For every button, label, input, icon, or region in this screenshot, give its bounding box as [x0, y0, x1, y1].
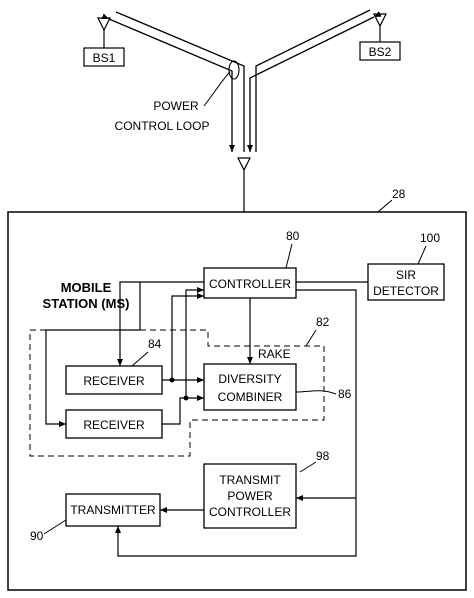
controller-to-receiver1-line	[117, 281, 204, 366]
signal-arm-bs1	[101, 11, 245, 152]
bs1-label: BS1	[93, 51, 116, 65]
transmitter-label: TRANSMITTER	[70, 503, 156, 517]
bs1-antenna-icon	[97, 17, 111, 48]
receiver-1-label: RECEIVER	[83, 374, 145, 388]
signal-arm-bs2	[247, 9, 382, 152]
bs2-label: BS2	[369, 45, 392, 59]
ms-ref-28-leader	[377, 199, 393, 213]
junction-dot-1	[169, 377, 175, 383]
tpc-ref-leader	[299, 461, 317, 473]
power-control-loop-ellipse	[228, 60, 240, 80]
combiner-ref-86: 86	[338, 387, 352, 401]
receiver-2-box	[65, 409, 163, 439]
sir-ref-100: 100	[420, 231, 440, 245]
receiver2-output-line	[162, 395, 204, 425]
receiver-ref-leader	[131, 351, 149, 367]
diversity-combiner-label-line1: DIVERSITY	[218, 372, 281, 386]
rake-ref-82: 82	[316, 315, 330, 329]
combiner-ref-leader	[295, 390, 337, 395]
receiver-ref-84: 84	[148, 337, 162, 351]
sir-detector-label-line1: SIR	[396, 268, 416, 282]
rake-label: RAKE	[258, 347, 291, 361]
power-control-loop-label-line2: CONTROL LOOP	[115, 119, 210, 133]
controller-box	[203, 267, 297, 299]
transmitter-ref-90: 90	[30, 529, 44, 543]
rake-ref-leader	[305, 329, 317, 347]
sir-ref-leader	[417, 245, 427, 265]
receiver-2-label: RECEIVER	[83, 418, 145, 432]
power-control-loop-leader	[203, 71, 231, 107]
mobile-station-box	[7, 211, 467, 591]
tpc-ref-98: 98	[316, 449, 330, 463]
receiver2-feedback-line	[185, 287, 204, 398]
wiring	[45, 210, 357, 557]
sir-detector-label-line2: DETECTOR	[373, 284, 439, 298]
loop-to-transmitter-line	[115, 498, 357, 557]
mobile-station-label-line1: MOBILE	[61, 280, 112, 295]
tpc-box	[203, 463, 297, 529]
tpc-label-line3: CONTROLLER	[209, 505, 291, 519]
transmitter-box	[65, 493, 161, 527]
power-control-loop-label-line1: POWER	[153, 99, 199, 113]
rake-dashed-box	[29, 329, 325, 457]
mobile-station-label-line2: STATION (MS)	[43, 296, 130, 311]
receiver1-feedback-line	[171, 293, 204, 380]
tpc-label-line2: POWER	[227, 489, 273, 503]
diversity-combiner-label-line2: COMBINER	[218, 390, 283, 404]
controller-label: CONTROLLER	[209, 277, 291, 291]
junction-dot-2	[183, 395, 189, 401]
ms-antenna-icon	[237, 157, 251, 210]
transmitter-ref-leader	[43, 519, 67, 535]
controller-ref-leader	[285, 243, 293, 269]
sir-to-tpc-line	[296, 289, 357, 501]
controller-left-bus-line	[45, 282, 141, 427]
sir-detector-box	[367, 263, 445, 301]
controller-ref-80: 80	[286, 229, 300, 243]
tpc-label-line1: TRANSMIT	[219, 473, 281, 487]
ms-ref-28: 28	[392, 187, 406, 201]
